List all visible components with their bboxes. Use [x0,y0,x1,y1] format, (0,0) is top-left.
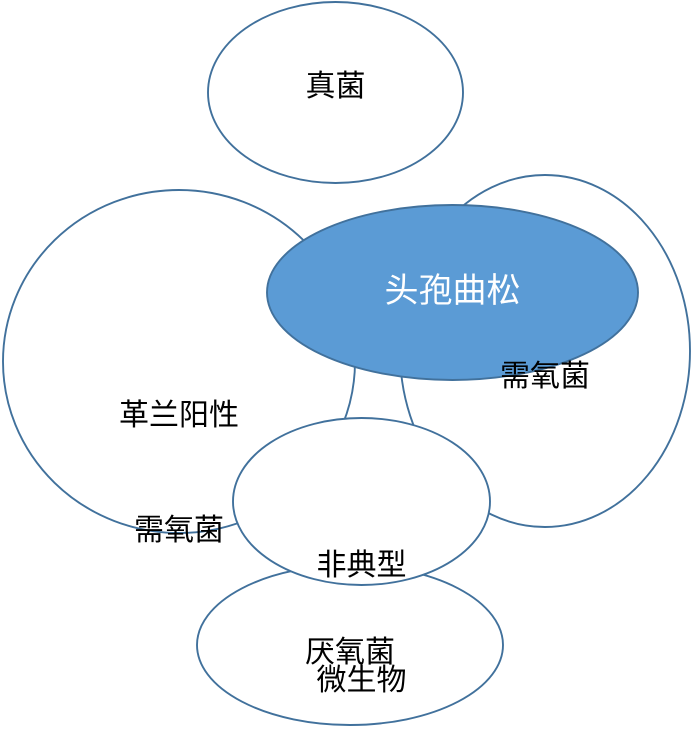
ellipse-ceftriaxone[interactable] [266,204,639,381]
ellipse-anaerobes[interactable] [196,564,504,726]
ellipse-fungi[interactable] [207,1,464,184]
ellipse-atypical-microorganisms[interactable] [232,417,491,586]
